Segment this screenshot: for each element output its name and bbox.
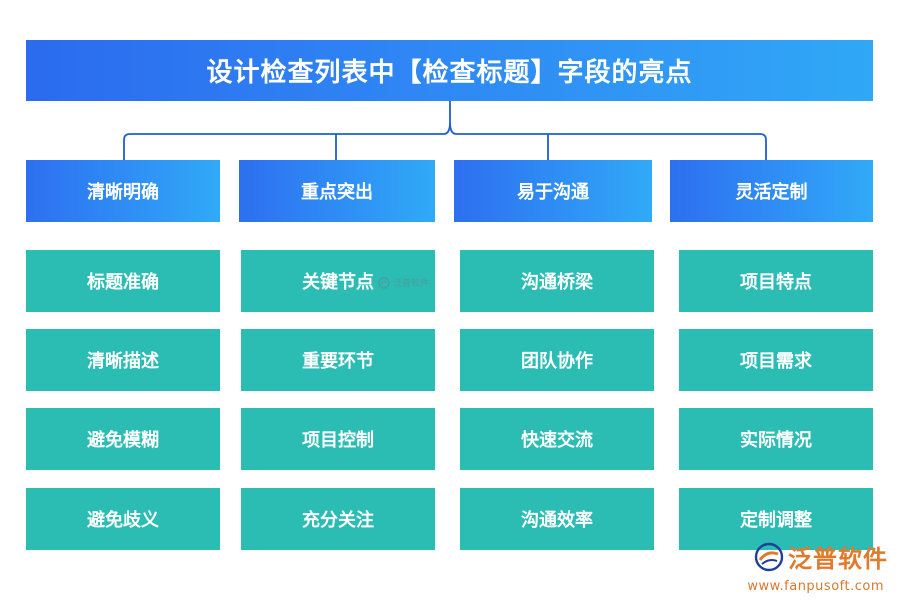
watermark-logo-icon bbox=[378, 276, 390, 289]
item-card: 充分关注 bbox=[241, 488, 435, 550]
title-brace-connector bbox=[123, 101, 767, 160]
item-card: 沟通桥梁 bbox=[460, 250, 654, 312]
item-card: 沟通效率 bbox=[460, 488, 654, 550]
category-communication: 易于沟通 bbox=[454, 160, 652, 222]
item-card: 项目控制 bbox=[241, 408, 435, 470]
watermark: 泛普软件 bbox=[378, 276, 429, 289]
brand-name: 泛普软件 bbox=[788, 545, 888, 573]
item-card: 避免模糊 bbox=[26, 408, 220, 470]
item-card: 标题准确 bbox=[26, 250, 220, 312]
item-card: 避免歧义 bbox=[26, 488, 220, 550]
item-card: 项目需求 bbox=[679, 329, 873, 391]
brand-url: www.fanpusoft.com bbox=[747, 579, 884, 594]
item-card: 实际情况 bbox=[679, 408, 873, 470]
watermark-text: 泛普软件 bbox=[393, 279, 430, 289]
item-card: 定制调整 bbox=[679, 488, 873, 550]
item-card: 团队协作 bbox=[460, 329, 654, 391]
category-clear: 清晰明确 bbox=[26, 160, 220, 222]
diagram-title: 设计检查列表中【检查标题】字段的亮点 bbox=[26, 40, 873, 101]
category-focus: 重点突出 bbox=[239, 160, 435, 222]
item-card: 清晰描述 bbox=[26, 329, 220, 391]
brand-logo: 泛普软件 bbox=[754, 539, 888, 574]
item-card: 关键节点 bbox=[241, 250, 435, 312]
item-card: 项目特点 bbox=[679, 250, 873, 312]
item-card: 重要环节 bbox=[241, 329, 435, 391]
fanpu-logo-icon bbox=[754, 542, 784, 571]
item-card: 快速交流 bbox=[460, 408, 654, 470]
category-customization: 灵活定制 bbox=[670, 160, 873, 222]
